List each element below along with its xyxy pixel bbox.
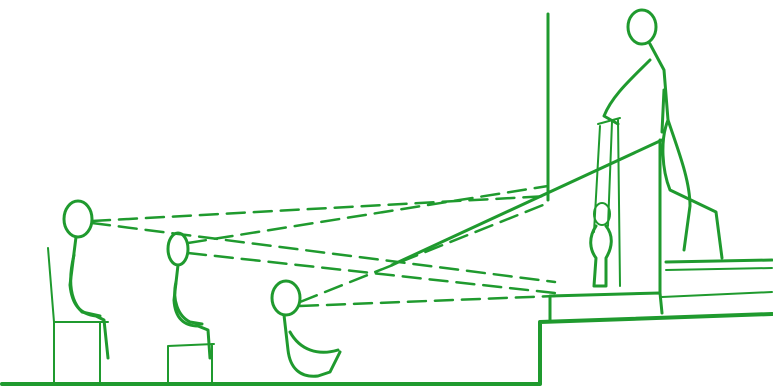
stage-riser-line [662, 292, 772, 297]
youth-head [168, 233, 188, 265]
sight-lines [92, 186, 555, 306]
audience-child [272, 281, 340, 376]
stage-top-step-lower [666, 268, 772, 270]
puppeteer-head [628, 10, 656, 44]
marionette [591, 118, 620, 286]
child-body [284, 315, 340, 376]
child-arm [290, 332, 338, 352]
stage-top-step [666, 260, 772, 262]
adult-head [64, 201, 92, 237]
youth-stool [168, 344, 214, 384]
marionette-body [591, 226, 612, 286]
floor-line [2, 314, 772, 384]
puppeteer-leg-back [663, 120, 722, 258]
sightline-adult-to-frame [92, 196, 548, 221]
floor-and-stage [2, 14, 772, 384]
adult-body [70, 237, 108, 358]
audience-adult [48, 201, 108, 384]
puppeteer-arm [604, 60, 650, 124]
sightline-child-to-stage [300, 296, 555, 306]
adult-arm [71, 255, 100, 316]
puppeteer-arm-rod [662, 90, 664, 132]
puppeteer [604, 10, 722, 258]
child-head [272, 281, 300, 315]
marionette-string-3 [618, 120, 620, 286]
audience-youth [168, 233, 214, 384]
puppeteer-body [650, 44, 690, 250]
sightline-youth-to-frame [188, 186, 548, 243]
sightline-adult-to-stage [92, 223, 555, 282]
